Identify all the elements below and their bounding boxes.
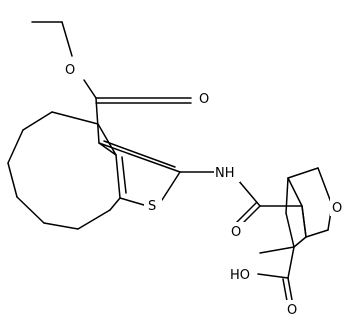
bond-c3a-c7a-2	[121, 156, 127, 194]
bridge-oxygen: O	[332, 201, 342, 216]
bond-ring-c	[22, 111, 53, 131]
bond-n-camide	[237, 179, 261, 207]
bond-cage-2	[287, 177, 303, 207]
bond-ring-f	[16, 196, 45, 224]
bond-camide-o-2	[235, 202, 257, 224]
bond-ring-i	[109, 197, 121, 211]
thiophene-sulfur: S	[148, 199, 156, 214]
bond-ring-a	[97, 123, 117, 156]
bond-ethyl-ch2-o	[61, 21, 73, 57]
bond-o-carbonyl	[83, 79, 97, 99]
ester-ether-oxygen: O	[65, 63, 75, 78]
bond-cage-7	[301, 205, 307, 238]
bond-cage-5	[305, 229, 329, 238]
bond-ring-g	[43, 222, 79, 230]
bonds	[7, 21, 333, 302]
bond-cage-4	[317, 167, 333, 206]
bond-carbonyl-c3	[95, 97, 100, 144]
bond-s-c2	[161, 171, 181, 201]
acid-carbonyl-oxygen: O	[287, 303, 297, 318]
bond-ring-h	[77, 209, 111, 230]
bond-cage-acid	[287, 246, 295, 279]
bond-cage-3	[287, 167, 319, 179]
bond-acid-eq-o-2	[282, 278, 288, 302]
amide-nitrogen: NH	[215, 166, 235, 181]
bond-cage-11	[259, 246, 295, 254]
bond-c3a-c7a	[115, 154, 121, 199]
bond-c2-c3-double	[103, 140, 176, 168]
acid-hydroxyl: HO	[230, 268, 250, 283]
bond-acid-eq-o	[287, 277, 293, 301]
bond-ring-d	[7, 129, 24, 164]
bond-cage-8	[293, 236, 307, 248]
bond-c7a-s	[119, 197, 145, 206]
atom-labels: O O NH S O O HO O	[62, 60, 346, 318]
ester-carbonyl-oxygen: O	[199, 92, 209, 107]
bond-cage-10	[285, 177, 289, 214]
bond-acid-oh	[257, 273, 289, 279]
bond-ring-b	[51, 111, 99, 125]
amide-oxygen: O	[231, 225, 241, 240]
bond-c3-c3a	[98, 142, 117, 156]
bond-cage-9	[285, 212, 295, 248]
bond-ring-e	[7, 162, 18, 198]
